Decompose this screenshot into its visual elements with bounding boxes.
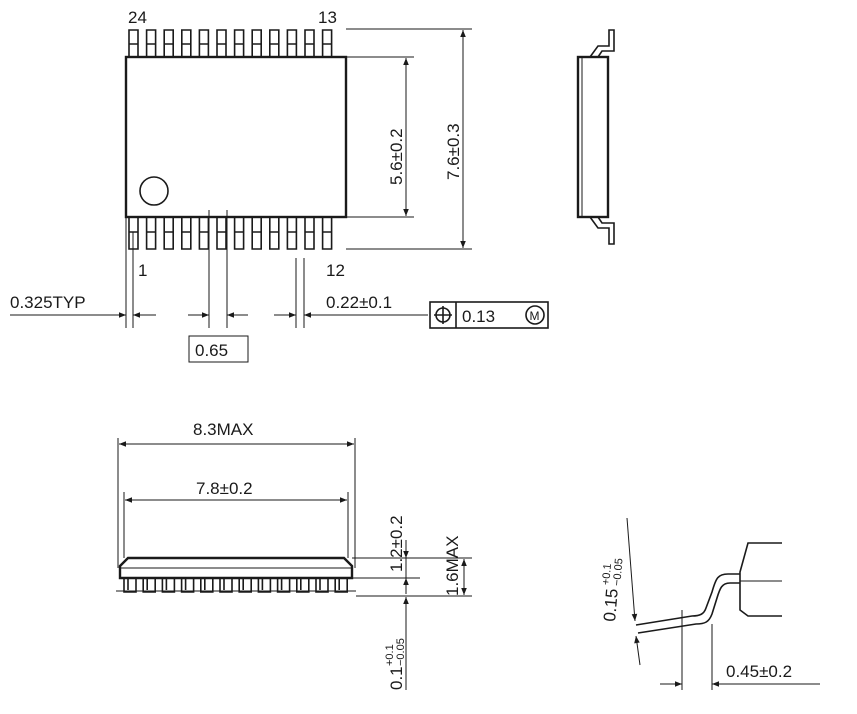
body-height-label: 1.2±0.2 bbox=[387, 515, 406, 572]
lead-thickness-tol-minus: −0.05 bbox=[611, 558, 625, 587]
lead-pin bbox=[238, 578, 252, 593]
lead-pin bbox=[163, 217, 174, 250]
lead-pin bbox=[181, 29, 192, 57]
lead-width-dimension: 0.22±0.1 bbox=[274, 293, 428, 318]
pitch-dimension: 0.65 bbox=[188, 312, 249, 363]
lead-pin bbox=[269, 217, 280, 250]
length-max-dimension: 8.3MAX bbox=[117, 420, 356, 568]
side-view bbox=[576, 29, 615, 245]
lead-pin bbox=[145, 29, 157, 57]
lead-pin bbox=[286, 217, 298, 250]
lead-pin bbox=[181, 217, 192, 250]
body-length-dimension: 7.8±0.2 bbox=[123, 479, 349, 558]
lead-pin bbox=[296, 578, 310, 593]
front-view: 8.3MAX 7.8±0.2 1.2±0.2 1.6MAX bbox=[116, 420, 472, 690]
pitch-offset-dimension: 0.325TYP bbox=[10, 293, 156, 318]
lead-pin bbox=[304, 217, 315, 250]
lead-pin bbox=[257, 578, 272, 593]
lead-pin bbox=[198, 217, 210, 250]
lead-width-label: 0.22±0.1 bbox=[326, 293, 392, 312]
side-lead-top bbox=[589, 29, 615, 58]
standoff-dimension: 0.1 +0.1 −0.05 bbox=[384, 597, 409, 690]
lead-pin bbox=[161, 578, 176, 593]
lead-thickness-base: 0.15 bbox=[600, 588, 622, 623]
body-width-label: 5.6±0.2 bbox=[387, 128, 406, 185]
lead-pin bbox=[276, 578, 291, 593]
lead-pin bbox=[321, 29, 333, 57]
lead-pin bbox=[233, 217, 245, 250]
foot-length-label: 0.45±0.2 bbox=[726, 662, 792, 681]
top-view: 24 13 1 12 5.6±0.2 7.6±0.3 bbox=[10, 8, 549, 363]
detail-body bbox=[739, 542, 782, 617]
pin-label-1: 1 bbox=[138, 261, 147, 280]
side-body bbox=[576, 55, 610, 219]
pin-label-12: 12 bbox=[326, 261, 345, 280]
lead-pin bbox=[200, 578, 214, 593]
total-width-label: 7.6±0.3 bbox=[444, 123, 463, 180]
position-icon bbox=[434, 306, 452, 324]
standoff-tol-minus: −0.05 bbox=[395, 638, 407, 666]
pin-label-24: 24 bbox=[128, 8, 147, 27]
standoff-base: 0.1 bbox=[387, 666, 406, 690]
length-max-label: 8.3MAX bbox=[193, 420, 253, 439]
side-lead-bottom bbox=[589, 216, 615, 245]
lead-pin bbox=[219, 578, 233, 593]
lead-pin bbox=[123, 578, 137, 593]
lead-pin bbox=[163, 29, 174, 57]
lead-detail-view: 0.45±0.2 0.15 +0.1 −0.05 bbox=[600, 517, 820, 690]
lead-pin bbox=[142, 578, 156, 593]
pitch-label: 0.65 bbox=[195, 341, 228, 360]
lead-pin bbox=[269, 29, 280, 57]
lead-extension-lines bbox=[125, 210, 305, 328]
pitch-offset-label: 0.325TYP bbox=[10, 293, 86, 312]
tolerance-value: 0.13 bbox=[462, 307, 495, 326]
lead-pin bbox=[216, 29, 227, 57]
lead-pin bbox=[198, 29, 210, 57]
body-width-dimension: 5.6±0.2 bbox=[346, 56, 414, 218]
max-material-letter: M bbox=[530, 309, 540, 323]
lead-pin bbox=[145, 217, 157, 250]
front-leads bbox=[123, 578, 348, 593]
max-material-icon bbox=[525, 305, 545, 325]
lead-pin bbox=[321, 217, 333, 250]
detail-lead bbox=[635, 573, 740, 626]
lead-pin bbox=[334, 578, 348, 593]
position-tolerance-frame: 0.13 M bbox=[429, 301, 549, 329]
lead-pin bbox=[315, 578, 329, 593]
lead-pin bbox=[233, 29, 245, 57]
lead-pin bbox=[251, 217, 262, 250]
body-height-dimension: 1.2±0.2 bbox=[352, 515, 472, 597]
lead-thickness-tol-plus: +0.1 bbox=[600, 563, 614, 586]
lead-pin bbox=[286, 29, 298, 57]
total-width-dimension: 7.6±0.3 bbox=[346, 28, 472, 250]
height-max-dimension: 1.6MAX bbox=[443, 536, 467, 596]
body-length-label: 7.8±0.2 bbox=[196, 479, 253, 498]
lead-pin bbox=[251, 29, 262, 57]
top-row-pins bbox=[128, 29, 333, 57]
bottom-row-pins bbox=[128, 217, 333, 250]
lead-pin bbox=[128, 29, 139, 57]
lead-pin bbox=[304, 29, 315, 57]
pin-label-13: 13 bbox=[318, 8, 337, 27]
pin1-index-mark bbox=[139, 176, 169, 206]
package-body bbox=[124, 55, 348, 219]
lead-pin bbox=[216, 217, 227, 250]
height-max-label: 1.6MAX bbox=[443, 536, 462, 596]
lead-pin bbox=[180, 578, 195, 593]
standoff-tol-plus: +0.1 bbox=[384, 644, 396, 666]
